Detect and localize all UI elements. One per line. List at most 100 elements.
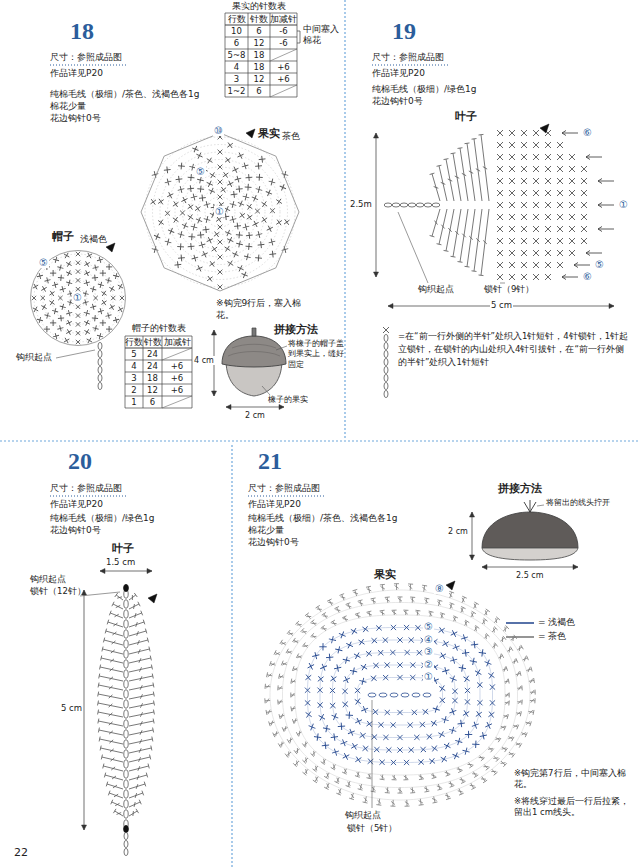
dc-stitch: [505, 679, 510, 684]
sc-stitch: [420, 747, 426, 753]
sc-stitch: [93, 265, 99, 271]
sc-stitch: [569, 202, 575, 208]
sc-stitch: [533, 274, 539, 280]
dc-stitch: [458, 148, 468, 201]
dimension-arrow: [609, 304, 614, 309]
sc-stitch: [472, 722, 479, 729]
dimension-label: 5 cm: [60, 703, 83, 714]
sc-stitch: [236, 241, 243, 248]
sc-stitch: [230, 201, 237, 208]
material-text-text: 花边钩针0号: [50, 525, 101, 535]
dc-stitch: [274, 650, 280, 655]
table-rule: [162, 336, 163, 408]
sc-stitch: [385, 710, 390, 715]
round-guide: [283, 603, 518, 788]
dc-stitch: [529, 678, 535, 683]
sc-stitch: [545, 250, 551, 256]
sc-stitch: [105, 313, 111, 319]
sc-stitch: [461, 634, 468, 641]
dc-stitch: [501, 726, 506, 731]
sc-stitch: [218, 195, 223, 200]
dc-stitch: [291, 679, 296, 684]
sc-stitch: [330, 703, 336, 709]
sc-stitch: [390, 650, 395, 655]
material-text: 棉花少量: [248, 525, 284, 537]
dc-stitch: [465, 143, 475, 201]
chain-stitch: [124, 720, 128, 728]
side-note: 中间塞入棉花: [303, 24, 341, 46]
table-cell: 18: [248, 50, 270, 60]
material-text: 花边钩针0号: [248, 537, 299, 549]
sc-stitch: [521, 130, 527, 136]
sc-stitch: [240, 213, 245, 218]
fruit-chart-21: [265, 584, 535, 808]
dc-stitch: [292, 718, 297, 723]
table-cell: 6: [248, 86, 270, 96]
sc-stitch: [66, 329, 71, 334]
dc-stitch: [482, 618, 487, 624]
sc-stitch: [360, 732, 366, 738]
callout-number: ①: [72, 292, 83, 303]
end-marker: [148, 594, 157, 603]
sc-stitch: [192, 146, 198, 152]
material-text: 花边钩针0号: [50, 113, 101, 125]
dc-stitch: [502, 747, 508, 752]
dc-stitch: [528, 710, 534, 715]
callout-number-text: ⑧: [434, 583, 445, 594]
sc-stitch: [569, 250, 575, 256]
sc-stitch: [317, 688, 322, 693]
chain-stitch: [124, 760, 128, 768]
sc-stitch: [196, 217, 202, 223]
sc-stitch: [569, 238, 575, 244]
callout-number: ⑤: [38, 257, 49, 268]
chain-stitch: [98, 374, 102, 381]
sc-stitch: [521, 262, 527, 268]
table-cell-text: 1: [131, 397, 136, 407]
sc-stitch: [332, 749, 339, 756]
sc-stitch: [355, 718, 362, 725]
sc-stitch: [113, 317, 119, 323]
sc-stitch: [319, 714, 325, 720]
sc-stitch: [97, 257, 103, 263]
sc-stitch: [237, 153, 243, 159]
sc-stitch: [178, 231, 185, 238]
table-cell-text: 12: [254, 74, 265, 84]
dc-stitch: [296, 653, 301, 657]
round-guide: [183, 175, 258, 250]
sc-stitch: [342, 701, 348, 707]
chain-stitch: [98, 382, 102, 389]
sc-stitch: [66, 280, 72, 286]
sc-stitch: [366, 721, 372, 727]
dc-stitch: [432, 796, 437, 803]
sc-stitch: [427, 734, 433, 740]
sc-stitch: [236, 232, 243, 239]
callout-number: ①: [423, 671, 434, 682]
sc-stitch: [49, 300, 54, 305]
dc-stitch: [451, 209, 461, 257]
sc-stitch: [101, 300, 106, 305]
table-rule: [248, 13, 249, 97]
dc-stitch: [437, 209, 447, 245]
dc-stitch: [479, 134, 489, 201]
dc-stitch: [98, 683, 123, 690]
sc-stitch: [320, 664, 327, 671]
dc-stitch: [390, 800, 395, 806]
dc-stitch: [334, 777, 339, 783]
sc-stitch: [256, 186, 263, 193]
sc-stitch: [521, 226, 527, 232]
legend-entry-text: = 茶色: [538, 631, 566, 641]
sc-stitch: [545, 142, 551, 148]
sc-stitch: [97, 333, 103, 339]
table-cell: +6: [162, 373, 192, 383]
empty-cell-slash: [162, 348, 192, 360]
sc-stitch: [33, 284, 38, 289]
sc-stitch: [521, 274, 527, 280]
dotted-underline: [50, 65, 128, 66]
material-text-text: 纯棉毛线（极细）/绿色1g: [372, 84, 476, 94]
sc-stitch: [509, 142, 515, 148]
dc-stitch: [504, 714, 509, 719]
table-title-text: 果实的针数表: [232, 1, 286, 11]
sc-stitch: [409, 637, 414, 642]
chain-stitch: [124, 700, 128, 708]
